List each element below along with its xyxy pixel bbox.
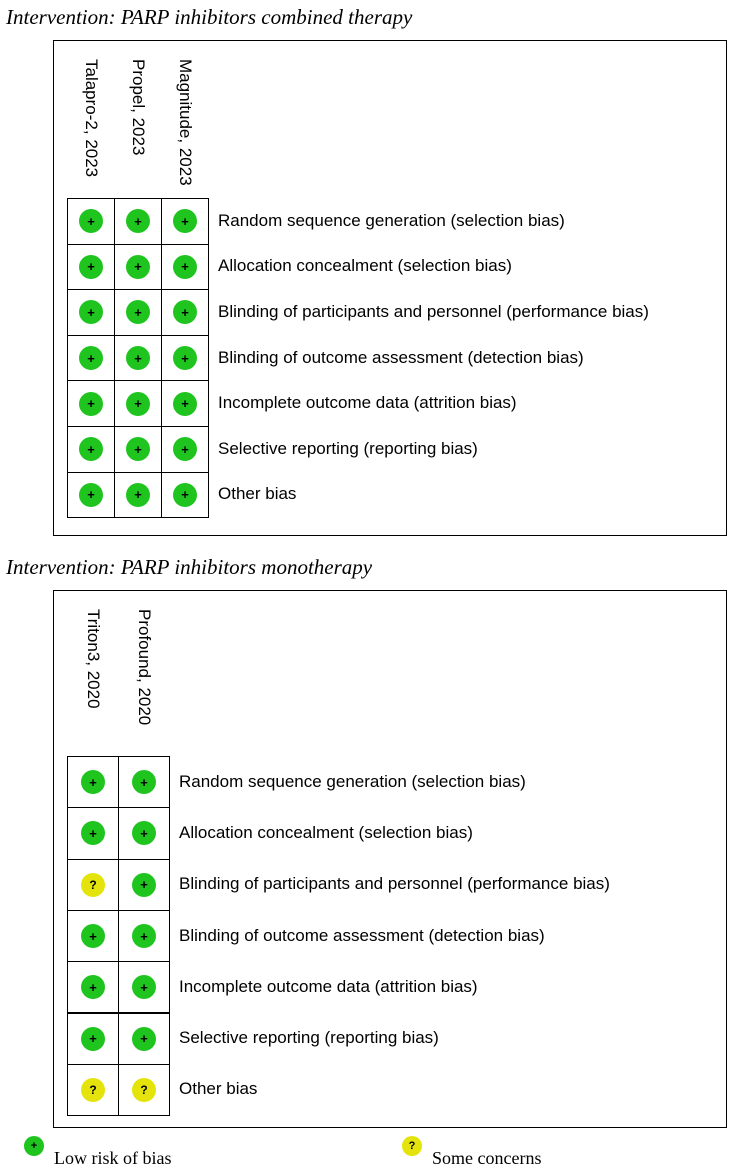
low-risk-plus-icon: + — [79, 300, 103, 325]
low-risk-plus-icon: + — [132, 872, 156, 897]
low-risk-plus-icon: + — [132, 975, 156, 1000]
low-risk-plus-icon: + — [126, 254, 150, 279]
domain-label-3: Blinding of participants and personnel (… — [179, 874, 610, 894]
low-risk-plus-icon: + — [132, 924, 156, 949]
low-risk-plus-icon: + — [126, 437, 150, 462]
low-risk-plus-icon: + — [132, 770, 156, 795]
bias-cell-profound-2020-6: + — [118, 1012, 170, 1065]
domain-label-7: Other bias — [179, 1079, 258, 1099]
bias-cell-talapro-2-2023-7: + — [67, 471, 115, 519]
low-risk-plus-icon: + — [79, 482, 103, 507]
panel-title-combined: Intervention: PARP inhibitors combined t… — [6, 5, 413, 29]
some-concerns-question-icon: ? — [132, 1077, 156, 1102]
domain-label-4: Blinding of outcome assessment (detectio… — [179, 925, 545, 945]
some-concerns-question-icon: ? — [402, 1136, 422, 1156]
low-risk-plus-icon: + — [24, 1136, 44, 1156]
bias-cell-triton3-2020-6: + — [67, 1012, 119, 1065]
bias-cell-triton3-2020-4: + — [67, 909, 119, 963]
low-risk-plus-icon: + — [79, 209, 103, 234]
legend-label-some-concerns: Some concerns — [432, 1148, 542, 1168]
low-risk-plus-icon: + — [126, 209, 150, 234]
study-label-propel-2023: Propel, 2023 — [128, 59, 148, 156]
low-risk-plus-icon: + — [126, 300, 150, 325]
low-risk-plus-icon: + — [126, 482, 150, 507]
domain-label-5: Incomplete outcome data (attrition bias) — [179, 976, 478, 996]
bias-cell-propel-2023-4: + — [114, 334, 162, 382]
bias-cell-magnitude-2023-4: + — [161, 334, 209, 382]
low-risk-plus-icon: + — [79, 391, 103, 416]
domain-label-2: Allocation concealment (selection bias) — [218, 256, 512, 276]
low-risk-plus-icon: + — [81, 975, 105, 1000]
low-risk-plus-icon: + — [126, 391, 150, 416]
bias-cell-profound-2020-5: + — [118, 961, 170, 1014]
low-risk-plus-icon: + — [79, 437, 103, 462]
bias-cell-triton3-2020-3: ? — [67, 858, 119, 911]
risk-of-bias-panel-combined: Talapro-2, 2023 Propel, 2023 Magnitude, 20… — [53, 40, 727, 536]
bias-cell-propel-2023-2: + — [114, 243, 162, 291]
bias-cell-profound-2020-7: ? — [118, 1063, 170, 1117]
bias-cell-talapro-2-2023-1: + — [67, 198, 115, 245]
bias-cell-propel-2023-5: + — [114, 380, 162, 427]
domain-label-4: Blinding of outcome assessment (detectio… — [218, 347, 584, 367]
legend-label-low-risk: Low risk of bias — [54, 1148, 172, 1168]
bias-cell-talapro-2-2023-6: + — [67, 426, 115, 473]
bias-cell-magnitude-2023-7: + — [161, 471, 209, 519]
low-risk-plus-icon: + — [173, 437, 197, 462]
some-concerns-question-icon: ? — [81, 1077, 105, 1102]
bias-cell-propel-2023-1: + — [114, 198, 162, 245]
bias-cell-talapro-2-2023-3: + — [67, 289, 115, 336]
study-label-profound-2020: Profound, 2020 — [134, 609, 154, 726]
bias-cell-magnitude-2023-2: + — [161, 243, 209, 291]
bias-cell-profound-2020-4: + — [118, 909, 170, 963]
low-risk-plus-icon: + — [81, 1026, 105, 1051]
bias-cell-triton3-2020-7: ? — [67, 1063, 119, 1117]
bias-cell-profound-2020-3: + — [118, 858, 170, 911]
bias-cell-talapro-2-2023-5: + — [67, 380, 115, 427]
low-risk-plus-icon: + — [81, 924, 105, 949]
low-risk-plus-icon: + — [126, 346, 150, 371]
domain-label-2: Allocation concealment (selection bias) — [179, 822, 473, 842]
bias-cell-propel-2023-3: + — [114, 289, 162, 336]
low-risk-plus-icon: + — [173, 346, 197, 371]
bias-cell-talapro-2-2023-4: + — [67, 334, 115, 382]
bias-cell-profound-2020-2: + — [118, 807, 170, 860]
bias-cell-magnitude-2023-3: + — [161, 289, 209, 336]
low-risk-plus-icon: + — [173, 300, 197, 325]
low-risk-plus-icon: + — [81, 770, 105, 795]
domain-label-5: Incomplete outcome data (attrition bias) — [218, 393, 517, 413]
bias-cell-propel-2023-6: + — [114, 426, 162, 473]
domain-label-6: Selective reporting (reporting bias) — [179, 1028, 439, 1048]
bias-cell-magnitude-2023-5: + — [161, 380, 209, 427]
domain-label-1: Random sequence generation (selection bi… — [218, 210, 565, 230]
bias-cell-magnitude-2023-6: + — [161, 426, 209, 473]
domain-label-3: Blinding of participants and personnel (… — [218, 302, 649, 321]
low-risk-plus-icon: + — [173, 482, 197, 507]
bias-cell-profound-2020-1: + — [118, 756, 170, 809]
study-label-triton3-2020: Triton3, 2020 — [83, 609, 103, 709]
domain-label-1: Random sequence generation (selection bi… — [179, 771, 526, 791]
some-concerns-question-icon: ? — [81, 872, 105, 897]
low-risk-plus-icon: + — [173, 209, 197, 234]
study-label-talapro-2-2023: Talapro-2, 2023 — [81, 59, 101, 178]
low-risk-plus-icon: + — [81, 821, 105, 846]
low-risk-plus-icon: + — [132, 821, 156, 846]
bias-cell-triton3-2020-5: + — [67, 961, 119, 1014]
low-risk-plus-icon: + — [79, 254, 103, 279]
study-label-magnitude-2023: Magnitude, 2023 — [175, 59, 195, 186]
low-risk-plus-icon: + — [79, 346, 103, 371]
bias-cell-propel-2023-7: + — [114, 471, 162, 519]
domain-label-7: Other bias — [218, 484, 297, 504]
bias-cell-talapro-2-2023-2: + — [67, 243, 115, 291]
bias-cell-magnitude-2023-1: + — [161, 198, 209, 245]
low-risk-plus-icon: + — [173, 254, 197, 279]
low-risk-plus-icon: + — [132, 1026, 156, 1051]
panel-title-monotherapy: Intervention: PARP inhibitors monotherap… — [6, 555, 373, 579]
domain-label-6: Selective reporting (reporting bias) — [218, 438, 478, 458]
risk-of-bias-panel-monotherapy: Triton3, 2020 Profound, 2020 + + Random sequ… — [53, 590, 727, 1128]
bias-cell-triton3-2020-1: + — [67, 756, 119, 809]
bias-cell-triton3-2020-2: + — [67, 807, 119, 860]
low-risk-plus-icon: + — [173, 391, 197, 416]
